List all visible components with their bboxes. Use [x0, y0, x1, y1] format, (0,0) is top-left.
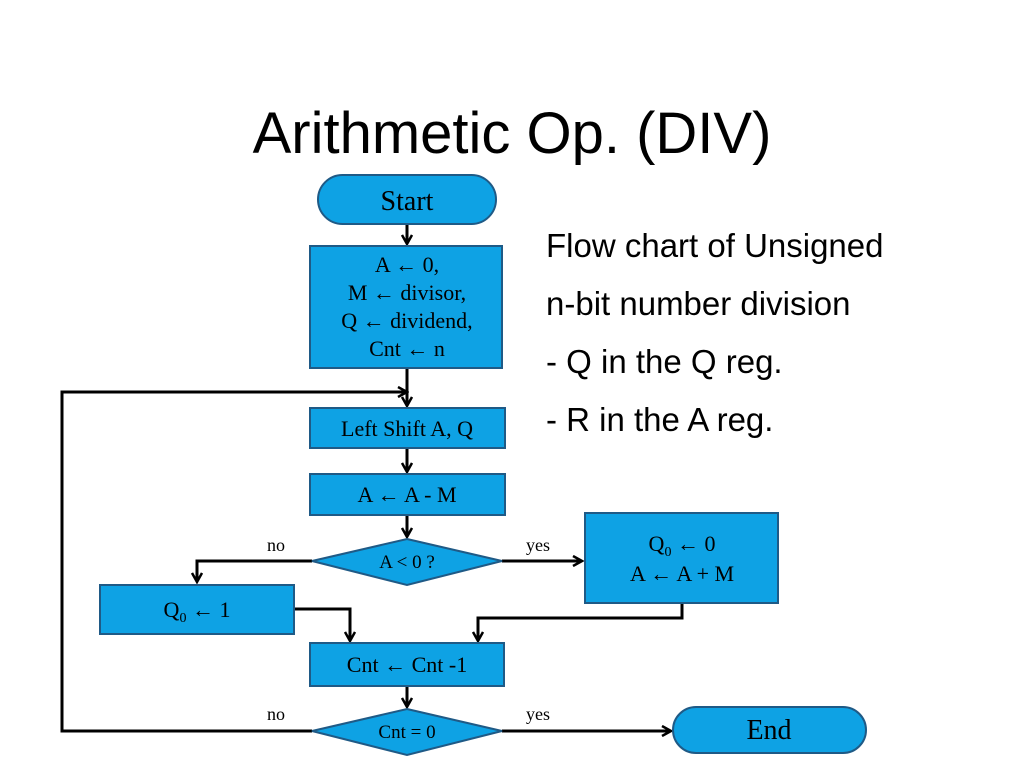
arrow-decision-no	[197, 559, 312, 582]
end-label: End	[746, 715, 791, 746]
q-subscript: 0	[664, 545, 671, 560]
description-text: Flow chart of Unsigned n-bit number divi…	[546, 222, 884, 454]
decrement-label: Cnt ← Cnt -1	[347, 652, 467, 677]
decision1-label: A < 0 ?	[379, 552, 435, 573]
shift-label: Left Shift A, Q	[341, 416, 473, 441]
connectors	[60, 224, 684, 733]
init-line: A ← 0,	[375, 252, 439, 277]
init-process-box	[309, 245, 503, 369]
no-branch-label: no	[267, 704, 285, 724]
start-label: Start	[381, 186, 434, 217]
set-q-process-box	[99, 584, 295, 635]
set-q-label: Q0 ← 1	[164, 597, 231, 626]
subtract-label: A ← A - M	[357, 482, 456, 507]
init-line: Q ← dividend,	[341, 308, 472, 333]
q-assign: ← 0	[671, 531, 715, 556]
yes-branch-label: yes	[526, 535, 550, 555]
note-line: n-bit number division	[546, 285, 851, 322]
end-terminal	[672, 706, 867, 754]
shift-process-box	[309, 407, 506, 449]
note-line: - R in the A reg.	[546, 401, 774, 438]
start-terminal	[317, 174, 497, 225]
restore-q-label: Q0 ← 0	[649, 531, 716, 560]
init-line: Cnt ← n	[369, 336, 445, 361]
decrement-process-box	[309, 642, 505, 687]
init-line: M ← divisor,	[348, 280, 466, 305]
no-branch-label: no	[267, 535, 285, 555]
restore-a-label: A ← A + M	[630, 561, 734, 586]
arrow-restore-decrement	[478, 603, 684, 641]
q-symbol: Q	[649, 531, 665, 556]
restore-process-box	[584, 512, 779, 604]
count-decision-diamond	[311, 707, 503, 757]
note-line: - Q in the Q reg.	[546, 343, 783, 380]
subtract-process-box	[309, 473, 506, 516]
q-symbol: Q	[164, 597, 180, 622]
arrow-loop-back	[60, 392, 407, 733]
q-subscript: 0	[179, 611, 186, 626]
decision2-label: Cnt = 0	[378, 722, 435, 743]
note-line: Flow chart of Unsigned	[546, 227, 884, 264]
arrow-setq-decrement	[294, 607, 350, 641]
q-assign: ← 1	[186, 597, 230, 622]
yes-branch-label: yes	[526, 704, 550, 724]
sign-decision-diamond	[311, 537, 503, 587]
slide-title: Arithmetic Op. (DIV)	[252, 101, 772, 166]
